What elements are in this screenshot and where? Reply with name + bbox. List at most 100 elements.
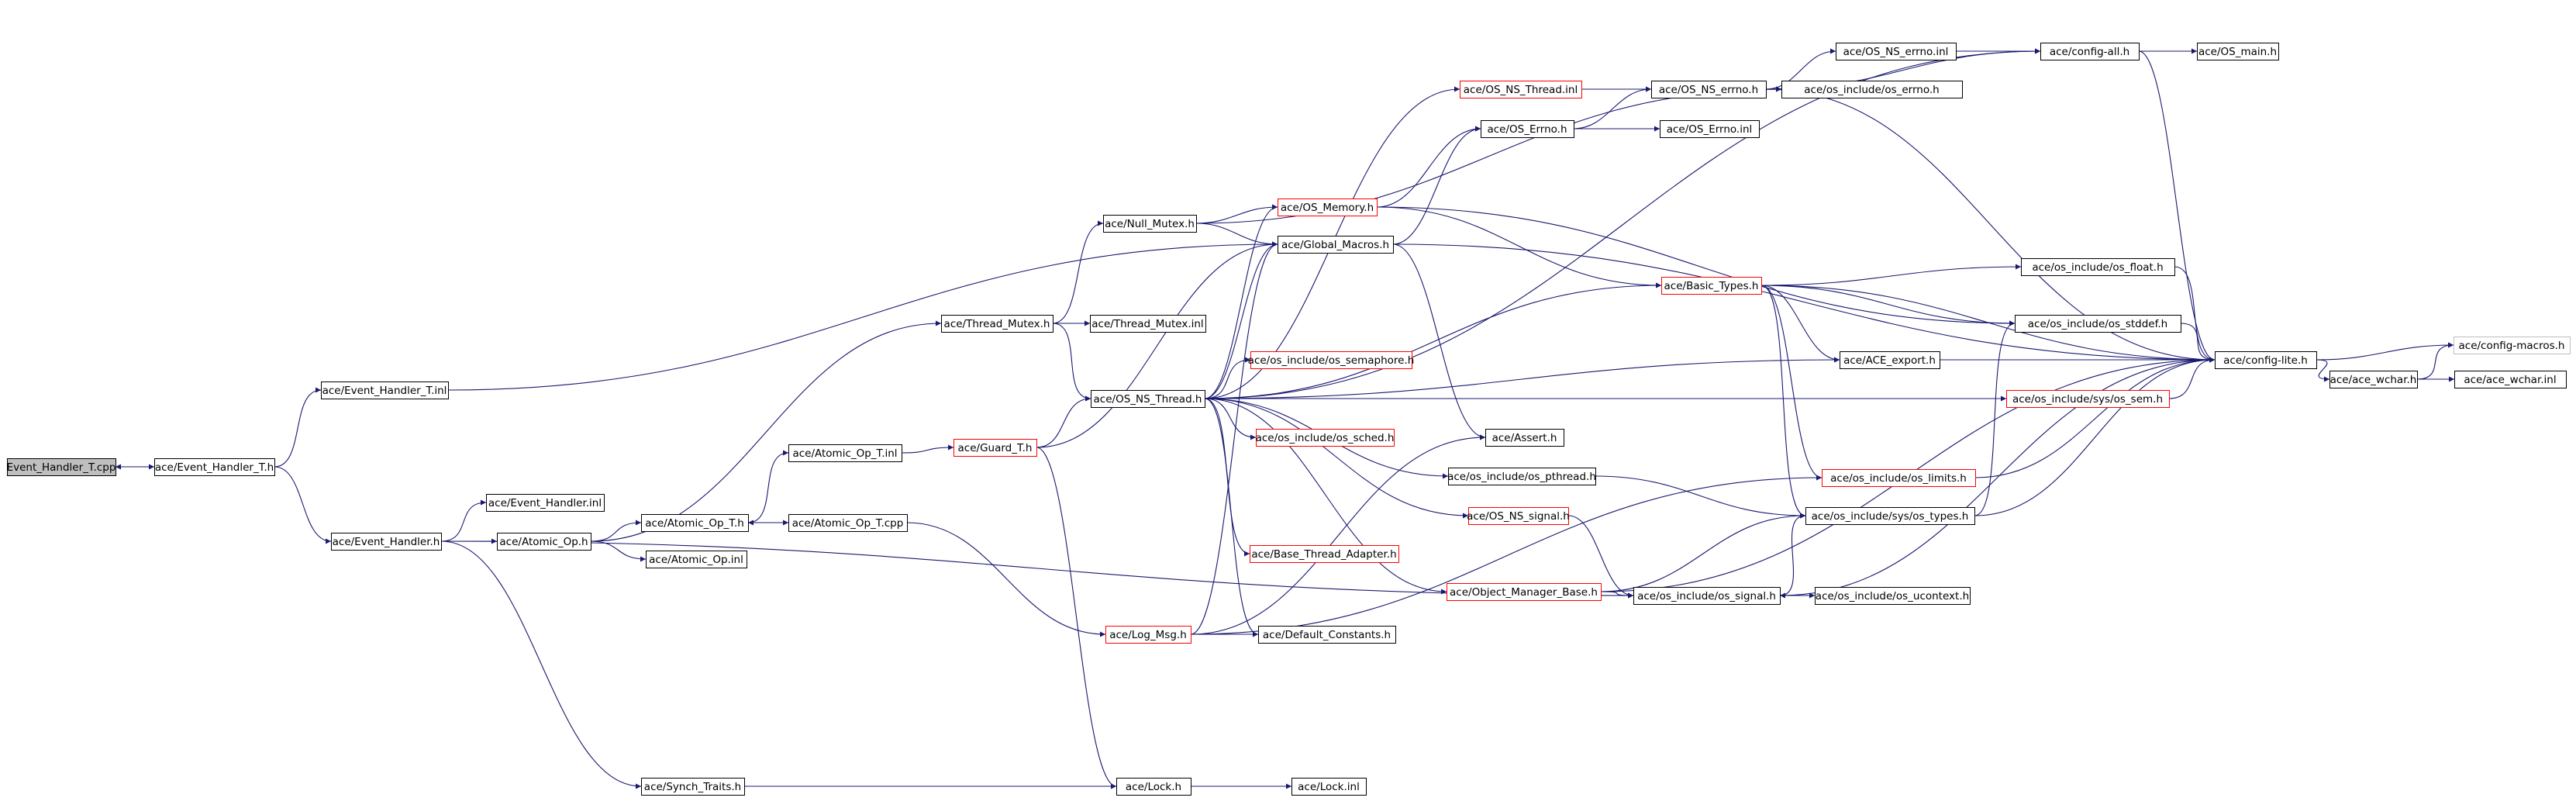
node-box bbox=[941, 315, 1054, 333]
node-ace-synch-traits-h[interactable]: ace/Synch_Traits.h bbox=[641, 778, 745, 796]
node-box bbox=[2454, 371, 2567, 388]
node-ace-atomic-op-inl[interactable]: ace/Atomic_Op.inl bbox=[646, 551, 747, 568]
node-ace-null-mutex-h[interactable]: ace/Null_Mutex.h bbox=[1103, 215, 1197, 233]
node-ace-atomic-op-t-h[interactable]: ace/Atomic_Op_T.h bbox=[641, 514, 749, 532]
node-ace-base-thread-adapter-h[interactable]: ace/Base_Thread_Adapter.h bbox=[1250, 545, 1399, 563]
node-label: ace/os_include/os_signal.h bbox=[1637, 590, 1776, 602]
node-ace-atomic-op-h[interactable]: ace/Atomic_Op.h bbox=[497, 533, 591, 551]
node-label: ace/Atomic_Op.h bbox=[499, 536, 588, 548]
node-label: ace/OS_NS_Thread.inl bbox=[1464, 84, 1578, 96]
edge-ace-event-handler-h-to-ace-os-include-os-signal-h bbox=[440, 540, 1634, 599]
node-box bbox=[1840, 351, 1940, 369]
node-ace-os-include-os-stddef-h[interactable]: ace/os_include/os_stddef.h bbox=[2015, 315, 2181, 333]
edge-ace-log-msg-h-to-ace-os-include-os-limits-h bbox=[1190, 475, 1823, 635]
node-event-handler-t-cpp: Event_Handler_T.cpp bbox=[7, 458, 116, 476]
node-ace-os-ns-errno-h[interactable]: ace/OS_NS_errno.h bbox=[1651, 81, 1767, 98]
node-ace-object-manager-base-h[interactable]: ace/Object_Manager_Base.h bbox=[1447, 583, 1602, 601]
node-ace-os-include-os-pthread-h[interactable]: ace/os_include/os_pthread.h bbox=[1447, 468, 1596, 485]
node-label: ace/config-macros.h bbox=[2459, 340, 2565, 352]
node-label: ace/Basic_Types.h bbox=[1664, 280, 1759, 292]
node-ace-ace-wchar-inl[interactable]: ace/ace_wchar.inl bbox=[2454, 371, 2567, 388]
node-ace-os-errno-h[interactable]: ace/OS_Errno.h bbox=[1481, 120, 1574, 138]
node-ace-global-macros-h[interactable]: ace/Global_Macros.h bbox=[1278, 236, 1394, 254]
node-box bbox=[7, 458, 116, 476]
node-ace-lock-inl[interactable]: ace/Lock.inl bbox=[1291, 778, 1367, 796]
node-box bbox=[1116, 778, 1191, 796]
node-ace-config-lite-h[interactable]: ace/config-lite.h bbox=[2215, 351, 2317, 369]
edge-ace-basic-types-h-to-ace-os-include-sys-os-types-h bbox=[1760, 285, 1806, 519]
edge-ace-os-ns-errno-h-to-ace-config-lite-h bbox=[1765, 88, 2216, 363]
node-ace-basic-types-h[interactable]: ace/Basic_Types.h bbox=[1661, 277, 1762, 295]
node-label: ace/Thread_Mutex.inl bbox=[1091, 318, 1203, 330]
edge-ace-os-memory-h-to-ace-os-errno-h bbox=[1376, 126, 1481, 208]
node-ace-os-include-os-semaphore-h[interactable]: ace/os_include/os_semaphore.h bbox=[1248, 351, 1415, 369]
node-box bbox=[2015, 315, 2181, 333]
node-ace-ace-export-h[interactable]: ace/ACE_export.h bbox=[1840, 351, 1940, 369]
node-ace-event-handler-t-inl[interactable]: ace/Event_Handler_T.inl bbox=[321, 382, 449, 399]
node-ace-os-include-os-float-h[interactable]: ace/os_include/os_float.h bbox=[2021, 258, 2175, 276]
node-ace-os-include-os-signal-h[interactable]: ace/os_include/os_signal.h bbox=[1633, 587, 1781, 605]
node-ace-event-handler-inl[interactable]: ace/Event_Handler.inl bbox=[486, 494, 605, 512]
node-ace-log-msg-h[interactable]: ace/Log_Msg.h bbox=[1105, 626, 1191, 644]
node-box bbox=[2040, 43, 2140, 60]
node-ace-lock-h[interactable]: ace/Lock.h bbox=[1116, 778, 1191, 796]
node-ace-default-constants-h[interactable]: ace/Default_Constants.h bbox=[1258, 626, 1396, 644]
node-box bbox=[1278, 199, 1378, 216]
node-label: ace/OS_main.h bbox=[2198, 46, 2277, 58]
node-ace-atomic-op-t-inl[interactable]: ace/Atomic_Op_T.inl bbox=[788, 444, 902, 462]
node-ace-os-memory-h[interactable]: ace/OS_Memory.h bbox=[1278, 199, 1378, 216]
node-box bbox=[1103, 215, 1197, 233]
node-box bbox=[1633, 587, 1781, 605]
node-ace-event-handler-t-h[interactable]: ace/Event_Handler_T.h bbox=[154, 458, 275, 476]
node-ace-os-ns-errno-inl[interactable]: ace/OS_NS_errno.inl bbox=[1836, 43, 1957, 60]
node-label: ace/os_include/os_ucontext.h bbox=[1816, 590, 1969, 602]
edge-ace-os-memory-h-to-ace-os-include-os-stddef-h bbox=[1376, 206, 2016, 326]
node-box bbox=[1278, 236, 1394, 254]
node-box bbox=[321, 382, 449, 399]
edge-ace-ace-wchar-h-to-ace-config-macros-h bbox=[2416, 342, 2454, 380]
node-ace-os-ns-thread-inl[interactable]: ace/OS_NS_Thread.inl bbox=[1460, 81, 1582, 98]
edge-ace-thread-mutex-h-to-ace-null-mutex-h bbox=[1052, 220, 1104, 324]
edge-ace-os-ns-thread-h-to-ace-os-include-os-semaphore-h bbox=[1204, 357, 1251, 399]
node-box bbox=[1836, 43, 1957, 60]
edge-ace-os-ns-signal-h-to-ace-os-include-os-signal-h bbox=[1567, 515, 1634, 599]
node-ace-os-ns-thread-h[interactable]: ace/OS_NS_Thread.h bbox=[1091, 390, 1205, 408]
edge-ace-os-include-sys-os-types-h-to-ace-config-lite-h bbox=[1974, 357, 2216, 516]
edge-ace-os-ns-thread-h-to-ace-config-all-h bbox=[1204, 48, 2041, 399]
node-ace-os-include-os-errno-h[interactable]: ace/os_include/os_errno.h bbox=[1781, 81, 1963, 98]
node-ace-thread-mutex-inl[interactable]: ace/Thread_Mutex.inl bbox=[1090, 315, 1206, 333]
node-label: ace/Event_Handler.inl bbox=[488, 497, 602, 509]
node-ace-config-macros-h[interactable]: ace/config-macros.h bbox=[2454, 337, 2571, 354]
node-ace-event-handler-h[interactable]: ace/Event_Handler.h bbox=[331, 533, 442, 551]
node-ace-os-include-os-limits-h[interactable]: ace/os_include/os_limits.h bbox=[1822, 469, 1976, 487]
node-ace-thread-mutex-h[interactable]: ace/Thread_Mutex.h bbox=[941, 315, 1054, 333]
node-ace-os-main-h[interactable]: ace/OS_main.h bbox=[2197, 43, 2279, 60]
node-box bbox=[1091, 390, 1205, 408]
edge-ace-event-handler-h-to-ace-synch-traits-h bbox=[440, 540, 642, 789]
node-ace-os-include-os-ucontext-h[interactable]: ace/os_include/os_ucontext.h bbox=[1815, 587, 1971, 605]
node-ace-os-ns-signal-h[interactable]: ace/OS_NS_signal.h bbox=[1467, 507, 1570, 525]
node-label: ace/OS_NS_errno.inl bbox=[1843, 46, 1949, 58]
node-label: ace/Event_Handler.h bbox=[333, 536, 440, 548]
edge-ace-os-ns-errno-h-to-ace-os-ns-errno-inl bbox=[1765, 48, 1836, 90]
node-ace-assert-h[interactable]: ace/Assert.h bbox=[1485, 429, 1564, 447]
node-ace-guard-t-h[interactable]: ace/Guard_T.h bbox=[953, 439, 1037, 457]
node-box bbox=[1460, 81, 1582, 98]
edge-ace-null-mutex-h-to-ace-os-memory-h bbox=[1195, 204, 1278, 224]
node-ace-os-include-sys-os-types-h[interactable]: ace/os_include/sys/os_types.h bbox=[1805, 507, 1975, 525]
node-box bbox=[2006, 390, 2170, 408]
node-box bbox=[331, 533, 442, 551]
edge-ace-os-ns-thread-h-to-ace-ace-export-h bbox=[1204, 357, 1840, 399]
node-box bbox=[1822, 469, 1976, 487]
node-box bbox=[1090, 315, 1206, 333]
node-ace-os-errno-inl[interactable]: ace/OS_Errno.inl bbox=[1660, 120, 1760, 138]
node-ace-os-include-os-sched-h[interactable]: ace/os_include/os_sched.h bbox=[1256, 429, 1395, 447]
node-ace-config-all-h[interactable]: ace/config-all.h bbox=[2040, 43, 2140, 60]
node-ace-ace-wchar-h[interactable]: ace/ace_wchar.h bbox=[2329, 371, 2418, 388]
node-label: ace/Thread_Mutex.h bbox=[944, 318, 1050, 330]
node-label: ace/Atomic_Op_T.cpp bbox=[792, 517, 904, 530]
node-ace-os-include-sys-os-sem-h[interactable]: ace/os_include/sys/os_sem.h bbox=[2006, 390, 2170, 408]
edge-ace-os-include-os-pthread-h-to-ace-os-include-sys-os-types-h bbox=[1595, 475, 1806, 519]
edge-ace-os-ns-thread-h-to-ace-os-include-os-sched-h bbox=[1204, 398, 1257, 440]
node-ace-atomic-op-t-cpp[interactable]: ace/Atomic_Op_T.cpp bbox=[788, 514, 908, 532]
